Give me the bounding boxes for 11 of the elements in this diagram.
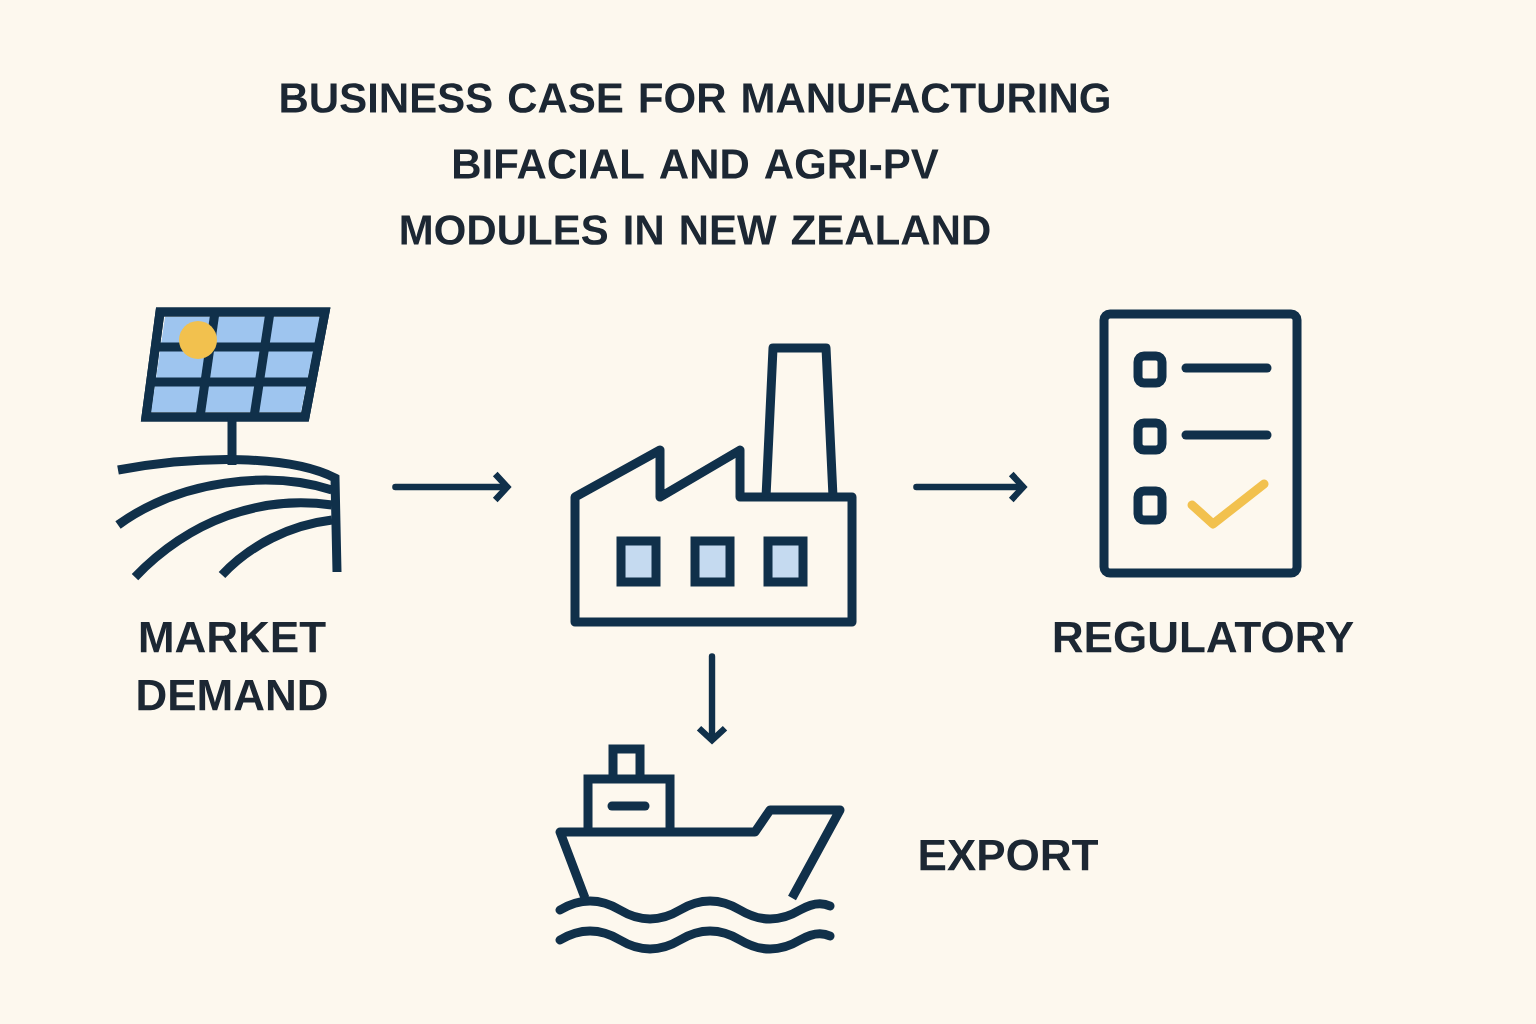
solar-field-drawing (115, 307, 342, 581)
checklist-drawing (1099, 309, 1302, 578)
node-caption: EXPORT (920, 839, 1098, 871)
arrow (913, 471, 1028, 503)
cargo-ship-drawing (555, 744, 845, 954)
node-caption: REGULATORY (1054, 621, 1354, 653)
arrow (696, 653, 728, 745)
factory-drawing (570, 343, 857, 627)
title: BUSINESS CASE FOR MANUFACTURING BIFACIAL AND AGRI-PV MODULES IN NEW ZEALAND (281, 83, 1109, 245)
node-caption: MARKET DEMAND (138, 621, 327, 711)
arrow (392, 471, 512, 503)
